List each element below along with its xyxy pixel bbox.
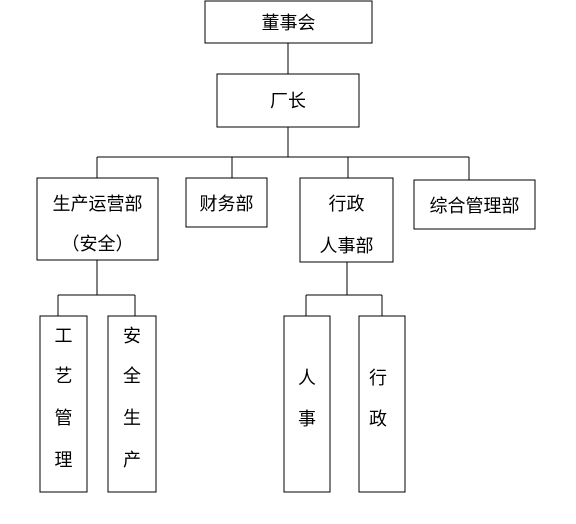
sub-unit-label-char: 艺 <box>55 366 73 387</box>
node-production-box <box>36 177 159 261</box>
node-finance: 财务部 <box>185 177 268 228</box>
sub-unit-label-char: 生 <box>123 408 141 429</box>
sub-unit-label-char: 管 <box>55 408 73 429</box>
node-production-label-line-1: 生产运营部 <box>53 194 143 215</box>
node-safety-production-box <box>107 315 157 493</box>
node-finance-box <box>185 177 268 228</box>
node-hr-box <box>283 315 331 493</box>
sub-unit-label-char: 行 <box>369 368 387 389</box>
node-factory-director-box <box>216 73 360 128</box>
node-finance-label: 财务部 <box>200 194 254 215</box>
node-board-label: 董事会 <box>262 13 316 34</box>
node-hr-label: 人事 <box>298 368 316 430</box>
node-admin-hr-box <box>299 177 394 263</box>
node-admin-hr-label-line-2: 人事部 <box>320 236 374 257</box>
sub-unit-label-char: 安 <box>123 326 141 347</box>
node-production-label-line-2: （安全） <box>62 234 134 255</box>
node-production: 生产运营部 （安全） <box>36 177 159 261</box>
node-admin-box <box>358 315 406 493</box>
sub-unit-label-char: 产 <box>123 450 141 471</box>
node-hr: 人事 <box>283 315 331 493</box>
node-admin-label: 行政 <box>369 368 387 430</box>
sub-unit-label-char: 政 <box>369 409 387 430</box>
sub-unit-label-char: 全 <box>123 366 141 387</box>
sub-unit-label-char: 事 <box>298 409 316 430</box>
node-board: 董事会 <box>204 0 373 44</box>
node-admin-hr-label-line-1: 行政 <box>329 194 365 215</box>
sub-unit-label-char: 工 <box>55 326 73 347</box>
node-factory-director: 厂长 <box>216 73 360 128</box>
node-admin: 行政 <box>358 315 406 493</box>
node-board-box <box>204 0 373 44</box>
sub-unit-label-char: 人 <box>298 368 316 389</box>
node-craft-management-box <box>39 315 88 493</box>
connectors <box>57 43 470 316</box>
node-general-box <box>413 179 536 230</box>
node-general: 综合管理部 <box>413 179 536 230</box>
sub-unit-label-char: 理 <box>55 450 73 471</box>
node-general-label: 综合管理部 <box>430 196 520 217</box>
node-factory-director-label: 厂长 <box>270 91 306 112</box>
node-admin-hr: 行政 人事部 <box>299 177 394 263</box>
